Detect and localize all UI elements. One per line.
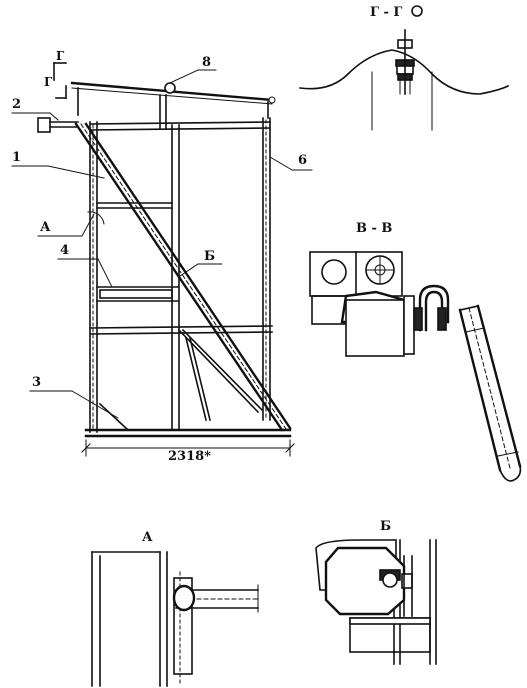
leader-lines [11, 62, 313, 419]
callout-6: 6 [298, 153, 307, 168]
section-mark-g-bottom: Г [44, 75, 53, 89]
callout-4: 4 [60, 243, 69, 258]
callout-3: 3 [32, 375, 41, 390]
view-vv-title: В - В [356, 221, 392, 236]
callout-1: 1 [12, 150, 21, 165]
callout-b: Б [204, 249, 215, 264]
section-mark-g-top: Г [56, 49, 65, 63]
dimension-width-label: 2318* [168, 449, 211, 464]
view-a-title: А [142, 530, 153, 545]
callout-8: 8 [202, 55, 211, 70]
view-b-title: Б [380, 519, 391, 534]
view-b [315, 539, 437, 665]
main-frame-view [37, 81, 295, 457]
view-gg-title: Г - Г [370, 5, 402, 20]
view-a [91, 551, 259, 687]
view-vv [309, 251, 522, 482]
view-gg [299, 5, 510, 131]
callout-2: 2 [12, 97, 21, 112]
callout-a: А [40, 220, 51, 235]
